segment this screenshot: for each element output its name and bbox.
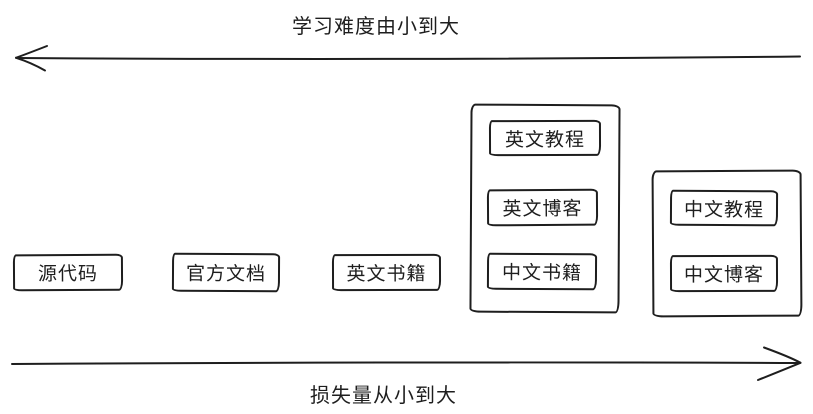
box-label: 中文教程 [683,199,765,221]
loss-axis-label: 损失量从小到大 [310,385,457,407]
box-official-docs: 官方文档 [171,252,281,293]
box-chinese-blogs: 中文博客 [669,254,779,293]
difficulty-axis-label: 学习难度由小到大 [292,16,460,38]
box-label: 英文书籍 [346,263,427,286]
box-label: 官方文档 [185,263,267,286]
box-english-tutorials: 英文教程 [488,119,602,157]
box-english-blogs: 英文博客 [486,188,599,227]
right-arrow-icon [11,346,802,381]
left-arrow-icon [15,45,801,72]
box-label: 英文教程 [504,129,586,151]
box-label: 英文博客 [502,198,583,221]
box-label: 中文博客 [683,264,765,287]
box-chinese-tutorials: 中文教程 [669,189,779,227]
box-label: 源代码 [37,263,99,286]
box-chinese-books: 中文书籍 [486,252,598,291]
box-source-code: 源代码 [12,253,124,292]
box-label: 中文书籍 [501,262,583,285]
box-english-books: 英文书籍 [331,253,442,292]
